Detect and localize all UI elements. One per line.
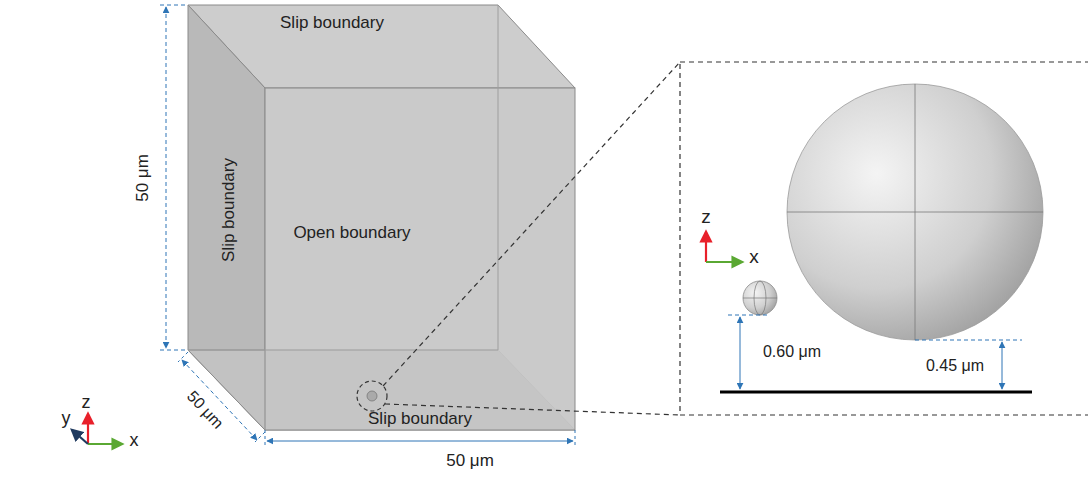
axis-label: x <box>749 247 759 266</box>
axis-label: z <box>701 207 711 226</box>
dimension-label: 50 μm <box>446 452 494 469</box>
dimension-label: 0.45 μm <box>926 358 984 374</box>
boundary-label: Open boundary <box>293 224 410 241</box>
dimension-label: 50 μm <box>184 388 226 432</box>
axis-label: z <box>82 393 91 411</box>
axis-triad <box>72 414 122 444</box>
small-sphere <box>743 281 777 315</box>
boundary-label: Slip boundary <box>220 158 237 262</box>
wall-line <box>720 391 1032 394</box>
gap-dimensions <box>728 315 1022 389</box>
boundary-label: Slip boundary <box>280 14 384 31</box>
inset-axis-triad <box>706 232 742 262</box>
large-sphere <box>787 84 1043 340</box>
dimension-label: 0.60 μm <box>763 344 821 360</box>
dimension-lines <box>160 5 575 446</box>
axis-label: y <box>62 409 71 427</box>
zoom-callout <box>357 62 1088 415</box>
dimension-label: 50 μm <box>134 154 151 202</box>
simulation-box <box>188 5 575 430</box>
boundary-label: Slip boundary <box>368 410 472 427</box>
axis-label: x <box>130 431 139 449</box>
